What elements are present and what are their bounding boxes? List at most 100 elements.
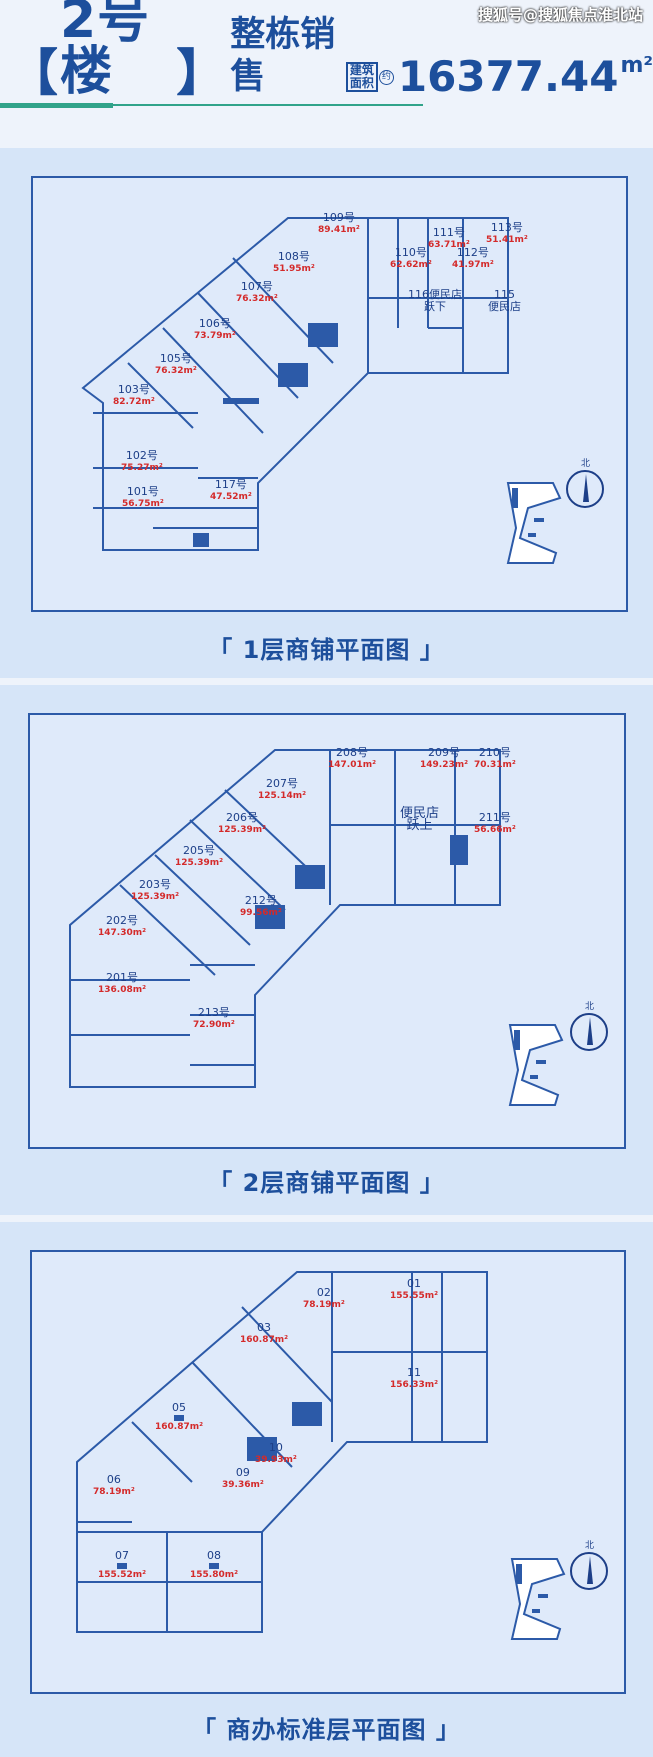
north-label: 北 — [581, 459, 591, 469]
unit-area: 125.39m² — [175, 858, 224, 868]
unit-area: 89.41m² — [318, 225, 360, 235]
bracket-close: 】 — [176, 44, 227, 102]
unit-number: 便民店 — [400, 806, 440, 821]
title-underline — [0, 103, 113, 108]
watermark: 搜狐号@搜狐焦点淮北站 — [477, 6, 643, 24]
unit-number: 213号 — [197, 1006, 230, 1019]
unit-area: 56.75m² — [122, 499, 164, 509]
unit-area: 78.19m² — [303, 1300, 345, 1310]
unit-area: 72.90m² — [193, 1020, 235, 1030]
unit-number: 108号 — [277, 250, 310, 263]
unit-number: 201号 — [106, 971, 139, 984]
unit-number: 116便民店 — [408, 288, 462, 301]
unit-area: 155.55m² — [390, 1291, 439, 1301]
floor2-plan — [28, 713, 626, 1149]
unit-area: 136.08m² — [98, 985, 147, 995]
floor2-plan-drawing — [69, 749, 501, 1088]
unit-note: 跃上 — [406, 818, 433, 833]
unit-area: 56.66m² — [474, 825, 516, 835]
unit-area: 125.39m² — [131, 892, 180, 902]
unit-number: 09 — [235, 1466, 250, 1479]
unit-number: 08 — [207, 1549, 222, 1562]
unit-area: 62.62m² — [390, 260, 432, 270]
unit-number: 207号 — [266, 777, 299, 790]
title-row: 【 2号楼 】 整栋销售 建筑面积 约 16377.44 m² — [8, 0, 653, 102]
site-key-map — [510, 1558, 566, 1640]
compass-icon: 北 — [570, 1541, 608, 1590]
unit-number: 07 — [115, 1549, 130, 1562]
unit-area: 39.93m² — [255, 1455, 297, 1465]
unit-number: 209号 — [428, 746, 461, 759]
unit-area: 78.19m² — [93, 1487, 135, 1497]
unit-area: 75.27m² — [121, 463, 163, 473]
compass-needle — [587, 1556, 593, 1584]
unit-number: 105号 — [159, 352, 192, 365]
unit-number: 205号 — [183, 844, 216, 857]
unit-area: 147.01m² — [328, 760, 377, 770]
unit-number: 101号 — [126, 485, 159, 498]
unit-area: 73.79m² — [194, 331, 236, 341]
unit-number: 107号 — [240, 280, 273, 293]
unit-number: 113号 — [490, 221, 523, 234]
unit-area: 70.31m² — [474, 760, 516, 770]
unit-area: 63.71m² — [428, 240, 470, 250]
unit-number: 11 — [407, 1366, 422, 1379]
office-marker — [209, 1563, 220, 1569]
page-header: 搜狐号@搜狐焦点淮北站 【 2号楼 】 整栋销售 建筑面积 约 16377.44… — [0, 0, 653, 145]
unit-number: 06 — [106, 1473, 121, 1486]
unit-area: 156.33m² — [390, 1380, 439, 1390]
area-value: 16377.44 — [397, 52, 619, 101]
unit-area: 155.80m² — [190, 1570, 239, 1580]
unit-area: 149.23m² — [420, 760, 469, 770]
unit-area: 76.32m² — [155, 366, 197, 376]
unit-number: 210号 — [478, 746, 511, 759]
north-label: 北 — [585, 1541, 595, 1551]
sale-text: 整栋销售 — [230, 15, 336, 97]
unit-area: 160.87m² — [155, 1422, 204, 1432]
unit-area: 160.87m² — [240, 1335, 289, 1345]
north-label: 北 — [585, 1002, 595, 1012]
unit-convenience: 便民店跃上 — [400, 806, 440, 833]
office-08: 08 155.80m² — [190, 1550, 238, 1581]
unit-number: 110号 — [394, 246, 427, 259]
floor1-plan-drawing — [81, 217, 509, 551]
floor1-plan — [31, 176, 628, 612]
unit-number: 206号 — [226, 811, 259, 824]
unit-area: 51.95m² — [273, 264, 315, 274]
unit-number: 103号 — [117, 383, 150, 396]
compass-needle — [587, 1017, 593, 1045]
unit-number: 202号 — [106, 914, 139, 927]
unit-number: 106号 — [198, 317, 231, 330]
unit-number: 102号 — [125, 449, 158, 462]
unit-note: 便民店 — [488, 300, 521, 313]
unit-number: 115 — [494, 288, 515, 301]
